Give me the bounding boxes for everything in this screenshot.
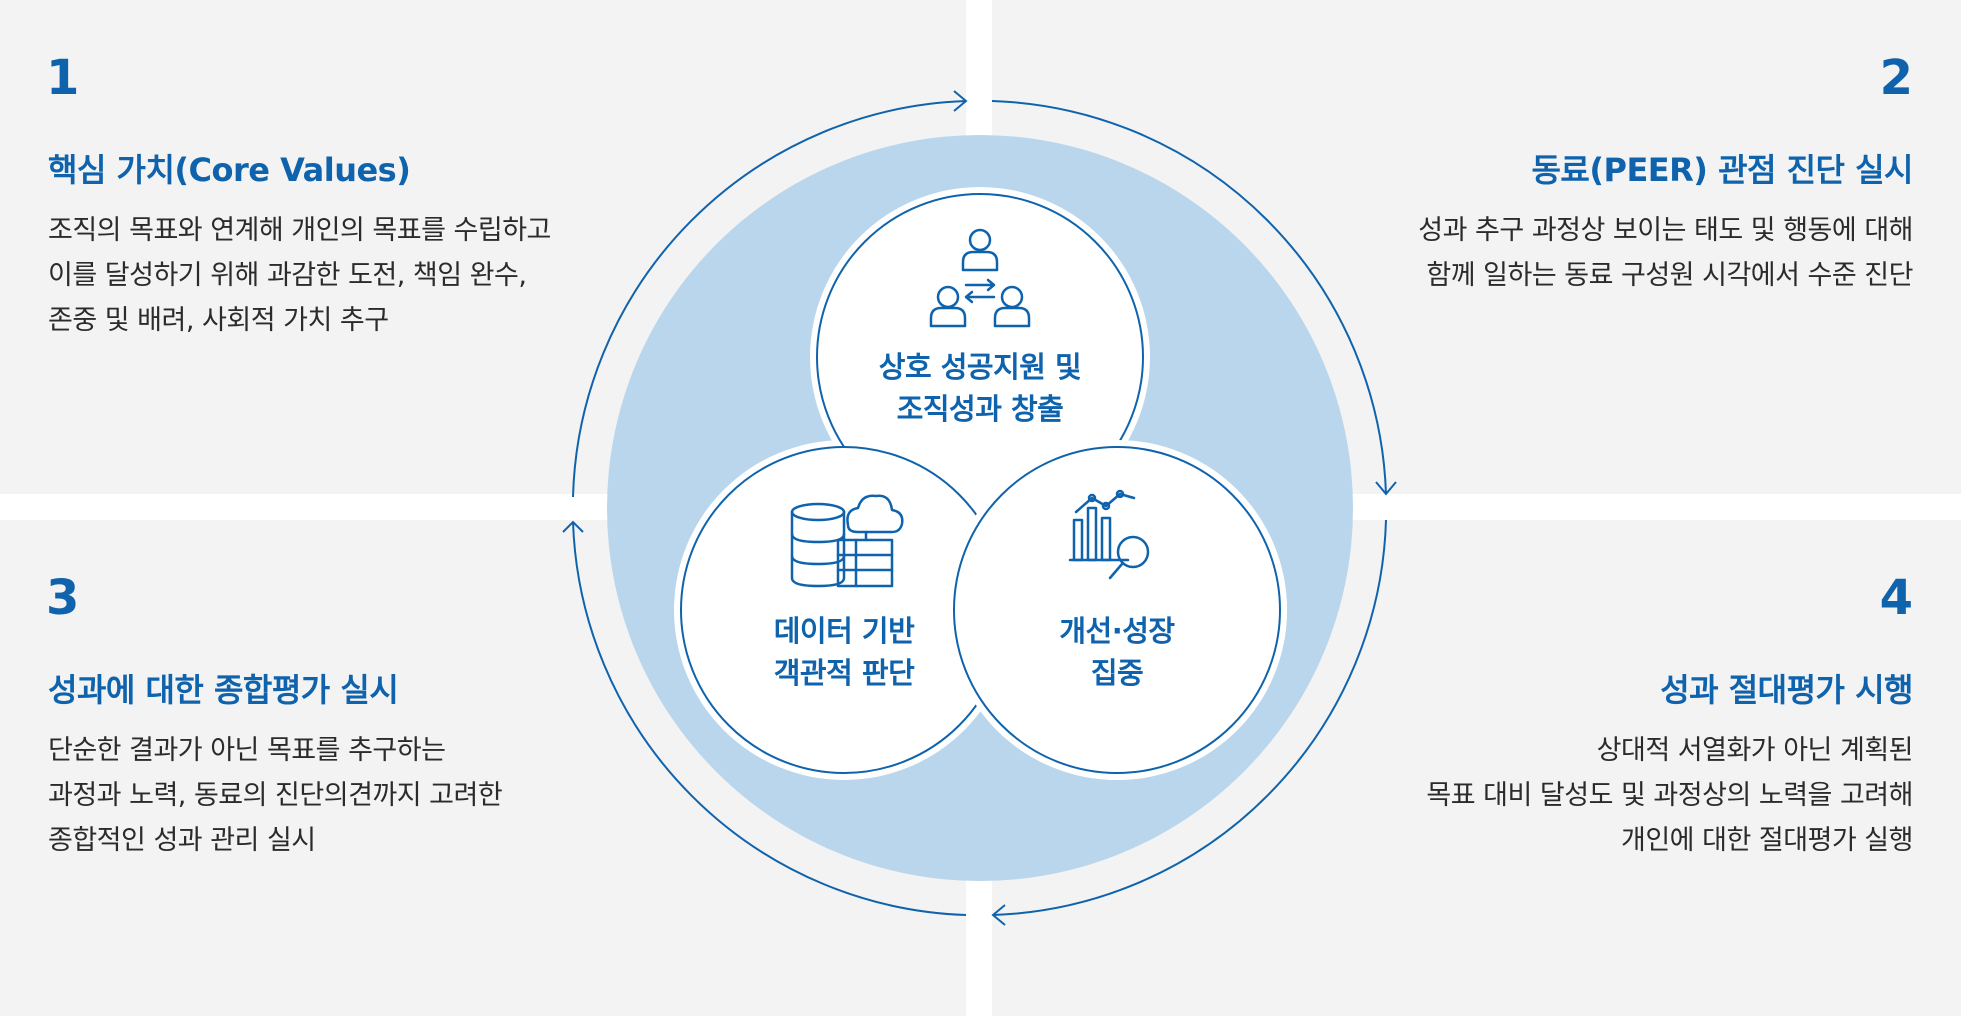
quadrant-3-line: 단순한 결과가 아닌 목표를 추구하는 — [48, 735, 446, 766]
cycle-arc-4 — [572, 521, 967, 916]
quadrant-2-title: 동료(PEER) 관점 진단 실시 — [1531, 151, 1913, 189]
left-circle-label: 데이터 기반 객관적 판단 — [694, 610, 994, 694]
quadrant-4-number: 4 — [1879, 570, 1913, 626]
quadrant-4-line: 목표 대비 달성도 및 과정상의 노력을 고려해 — [1426, 780, 1913, 811]
database-cloud-icon — [790, 494, 904, 588]
quadrant-2-description: 성과 추구 과정상 보이는 태도 및 행동에 대해 함께 일하는 동료 구성원 … — [1418, 208, 1913, 298]
cycle-arc-1 — [572, 100, 967, 498]
quadrant-2-number: 2 — [1879, 50, 1913, 106]
cycle-arc-2 — [991, 100, 1387, 495]
quadrant-4-line: 개인에 대한 절대평가 실행 — [1621, 825, 1913, 856]
quadrant-1-description: 조직의 목표와 연계해 개인의 목표를 수립하고 이를 달성하기 위해 과감한 … — [48, 208, 551, 343]
quadrant-2-line: 함께 일하는 동료 구성원 시각에서 수준 진단 — [1426, 260, 1913, 291]
right-circle-mask — [947, 440, 1287, 780]
left-circle-line: 객관적 판단 — [773, 656, 915, 690]
quadrant-3-line: 종합적인 성과 관리 실시 — [48, 825, 316, 856]
right-circle-label: 개선·성장 집중 — [967, 610, 1267, 694]
arrow-head-down-icon — [1375, 481, 1397, 496]
right-circle-line: 집중 — [1090, 656, 1144, 690]
quadrant-3-title: 성과에 대한 종합평가 실시 — [48, 671, 399, 709]
quadrant-4-line: 상대적 서열화가 아닌 계획된 — [1596, 735, 1914, 766]
quadrant-1-line: 이를 달성하기 위해 과감한 도전, 책임 완수, — [48, 260, 527, 291]
cycle-arrows — [562, 90, 1397, 926]
top-circle-label: 상호 성공지원 및 조직성과 창출 — [830, 346, 1130, 430]
chart-magnifier-icon — [1068, 489, 1150, 580]
quadrant-4-description: 상대적 서열화가 아닌 계획된 목표 대비 달성도 및 과정상의 노력을 고려해… — [1426, 728, 1913, 863]
right-circle-line: 개선·성장 — [1059, 614, 1175, 648]
quadrant-1-line: 조직의 목표와 연계해 개인의 목표를 수립하고 — [48, 215, 551, 246]
top-circle-halo — [810, 187, 1150, 527]
people-exchange-icon — [929, 228, 1031, 328]
quadrant-1-title: 핵심 가치(Core Values) — [48, 151, 411, 189]
quadrant-4-title: 성과 절대평가 시행 — [1660, 671, 1913, 709]
quadrant-1-number: 1 — [46, 50, 80, 106]
quadrant-3-description: 단순한 결과가 아닌 목표를 추구하는 과정과 노력, 동료의 진단의견까지 고… — [48, 728, 503, 863]
top-circle-line: 조직성과 창출 — [896, 392, 1064, 426]
quadrant-2-line: 성과 추구 과정상 보이는 태도 및 행동에 대해 — [1418, 215, 1913, 246]
top-circle-line: 상호 성공지원 및 — [878, 350, 1082, 384]
right-circle — [953, 446, 1281, 774]
cycle-arc-3 — [992, 519, 1387, 916]
quadrant-3-line: 과정과 노력, 동료의 진단의견까지 고려한 — [48, 780, 503, 811]
arrow-head-right-icon — [953, 90, 968, 112]
arrow-head-up-icon — [562, 520, 584, 533]
left-circle-line: 데이터 기반 — [773, 614, 915, 648]
quadrant-3-number: 3 — [46, 570, 80, 626]
quadrant-1-line: 존중 및 배려, 사회적 가치 추구 — [48, 305, 389, 336]
arrow-head-left-icon — [991, 904, 1006, 926]
